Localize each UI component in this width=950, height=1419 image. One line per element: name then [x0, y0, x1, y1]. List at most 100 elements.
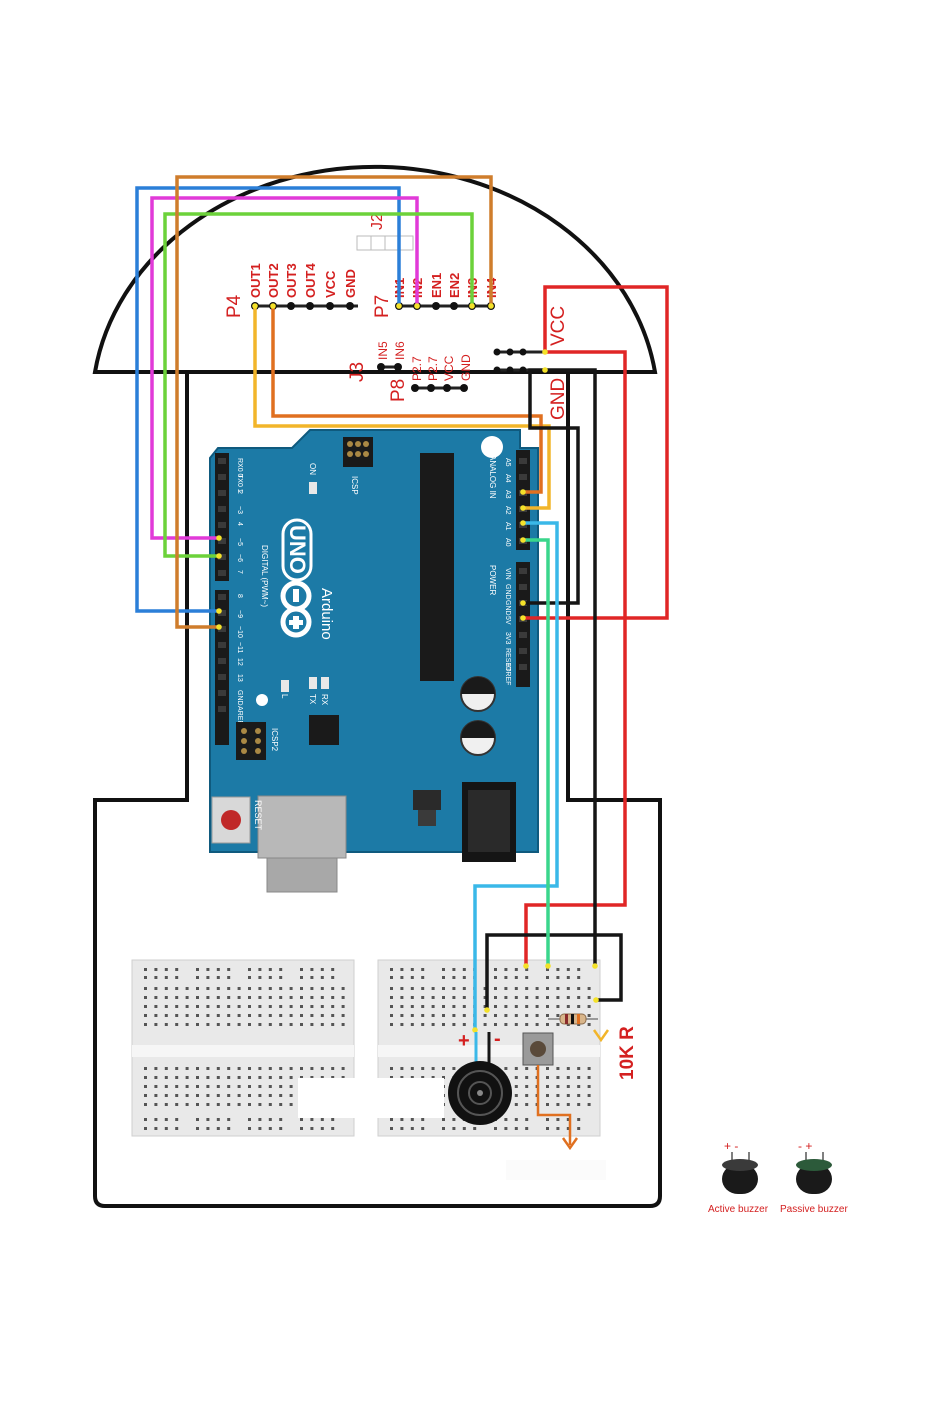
pin-label: AREF — [236, 706, 243, 725]
wire-endpoint — [252, 303, 258, 309]
wire-endpoint — [472, 1027, 478, 1033]
icsp2-label: ICSP2 — [270, 728, 279, 752]
usb-chip — [309, 715, 339, 745]
j3-pin-label: IN5 — [376, 341, 390, 360]
wire-magenta — [150, 196, 419, 540]
header-pin — [519, 584, 527, 590]
pin-label: A1 — [504, 522, 511, 531]
pin-label: 12 — [236, 658, 243, 666]
l-led-label: L — [280, 694, 289, 699]
mounting-hole — [481, 436, 503, 458]
p7-pin-label: EN1 — [429, 273, 444, 298]
wire-endpoint — [545, 963, 551, 969]
pin-label: 4 — [236, 522, 243, 526]
header-pin — [218, 474, 226, 480]
power-header — [516, 562, 530, 687]
p8-pin-label: P2.7 — [410, 356, 424, 381]
rx-led-label: RX — [320, 694, 329, 706]
pin-label: A2 — [504, 506, 511, 515]
pin-label: ~9 — [236, 610, 243, 618]
header-pin — [519, 568, 527, 574]
pin-label: 5V — [504, 616, 511, 625]
buzzer-legend: + - Active buzzer - + Passive buzzer — [708, 1139, 848, 1215]
gnd-label: GND — [548, 378, 569, 420]
header-pin — [519, 474, 527, 480]
wire-endpoint — [542, 349, 548, 355]
wire-endpoint — [484, 1007, 490, 1013]
pin-label: TX0 1 — [236, 474, 243, 493]
push-button — [522, 1032, 579, 1151]
p4-pin-label: OUT1 — [248, 263, 263, 298]
p4-pin-label: OUT3 — [284, 263, 299, 298]
wire-endpoint — [488, 303, 494, 309]
wire-endpoint — [216, 624, 222, 630]
wire-endpoint — [520, 537, 526, 543]
buzzer-minus-label: - — [494, 1028, 501, 1050]
header-pin — [218, 490, 226, 496]
header-pin — [218, 658, 226, 664]
p4-pin-label: VCC — [323, 270, 338, 298]
mounting-hole — [256, 694, 268, 706]
power-label: POWER — [488, 565, 497, 595]
p8-pin-label: GND — [459, 354, 473, 381]
p7-label: P7 — [372, 295, 393, 318]
arduino-logo: UNO Arduino — [280, 518, 335, 640]
wire-endpoint — [520, 615, 526, 621]
arduino-brand: Arduino — [318, 588, 335, 640]
icsp2-header — [236, 722, 266, 760]
pin-label: GND — [504, 584, 511, 600]
active-buzzer-legend: + - Active buzzer — [708, 1139, 769, 1215]
header-pin — [218, 594, 226, 600]
wire-endpoint — [593, 997, 599, 1003]
pin-label: GND — [504, 600, 511, 616]
pin-label: ~3 — [236, 506, 243, 514]
p4-pin — [287, 302, 295, 310]
wire-endpoint — [592, 963, 598, 969]
analog-header — [516, 450, 530, 550]
wire-endpoint — [414, 303, 420, 309]
pin-label: 8 — [236, 594, 243, 598]
chassis-outline — [92, 164, 662, 1208]
wire-endpoint — [216, 553, 222, 559]
header-pin — [218, 522, 226, 528]
wire-mint — [523, 538, 550, 966]
pin-markers — [216, 303, 599, 1033]
wire-orange — [271, 306, 543, 494]
analog-label: ANALOG IN — [488, 455, 497, 499]
wire-endpoint — [520, 505, 526, 511]
active-buzzer-pins: + - — [724, 1139, 738, 1153]
wire-endpoint — [520, 600, 526, 606]
header-pin — [218, 626, 226, 632]
icsp-label: ICSP — [350, 476, 359, 495]
wire-endpoint — [523, 963, 529, 969]
wire-endpoint — [270, 303, 276, 309]
breadboard-left — [131, 959, 355, 1137]
resistor-10k: 10K R — [548, 1013, 638, 1080]
wire-red-vcc — [523, 285, 669, 620]
l-led — [281, 680, 289, 692]
pin-label: A3 — [504, 490, 511, 499]
pin-label: RX0 0 — [236, 458, 243, 478]
pin-label: RESET — [504, 648, 511, 672]
pin-label: IOREF — [504, 664, 511, 685]
digital-label: DIGITAL (PWM~) — [260, 545, 269, 607]
pin-label: 13 — [236, 674, 243, 682]
wire-endpoint — [216, 535, 222, 541]
p4-pin — [306, 302, 314, 310]
pin-label: GND — [236, 690, 243, 706]
wire-endpoint — [469, 303, 475, 309]
header-pin — [218, 610, 226, 616]
passive-buzzer-legend: - + Passive buzzer — [780, 1139, 848, 1215]
header-pin — [218, 674, 226, 680]
header-pin — [519, 664, 527, 670]
voltage-regulator — [413, 790, 441, 810]
resistor-label: 10K R — [617, 1026, 638, 1080]
pin-label: ~6 — [236, 554, 243, 562]
header-pin — [519, 458, 527, 464]
p7-pin — [450, 302, 458, 310]
passive-buzzer-pins: - + — [798, 1139, 812, 1153]
atmega-chip — [420, 453, 454, 681]
wire-endpoint — [520, 489, 526, 495]
